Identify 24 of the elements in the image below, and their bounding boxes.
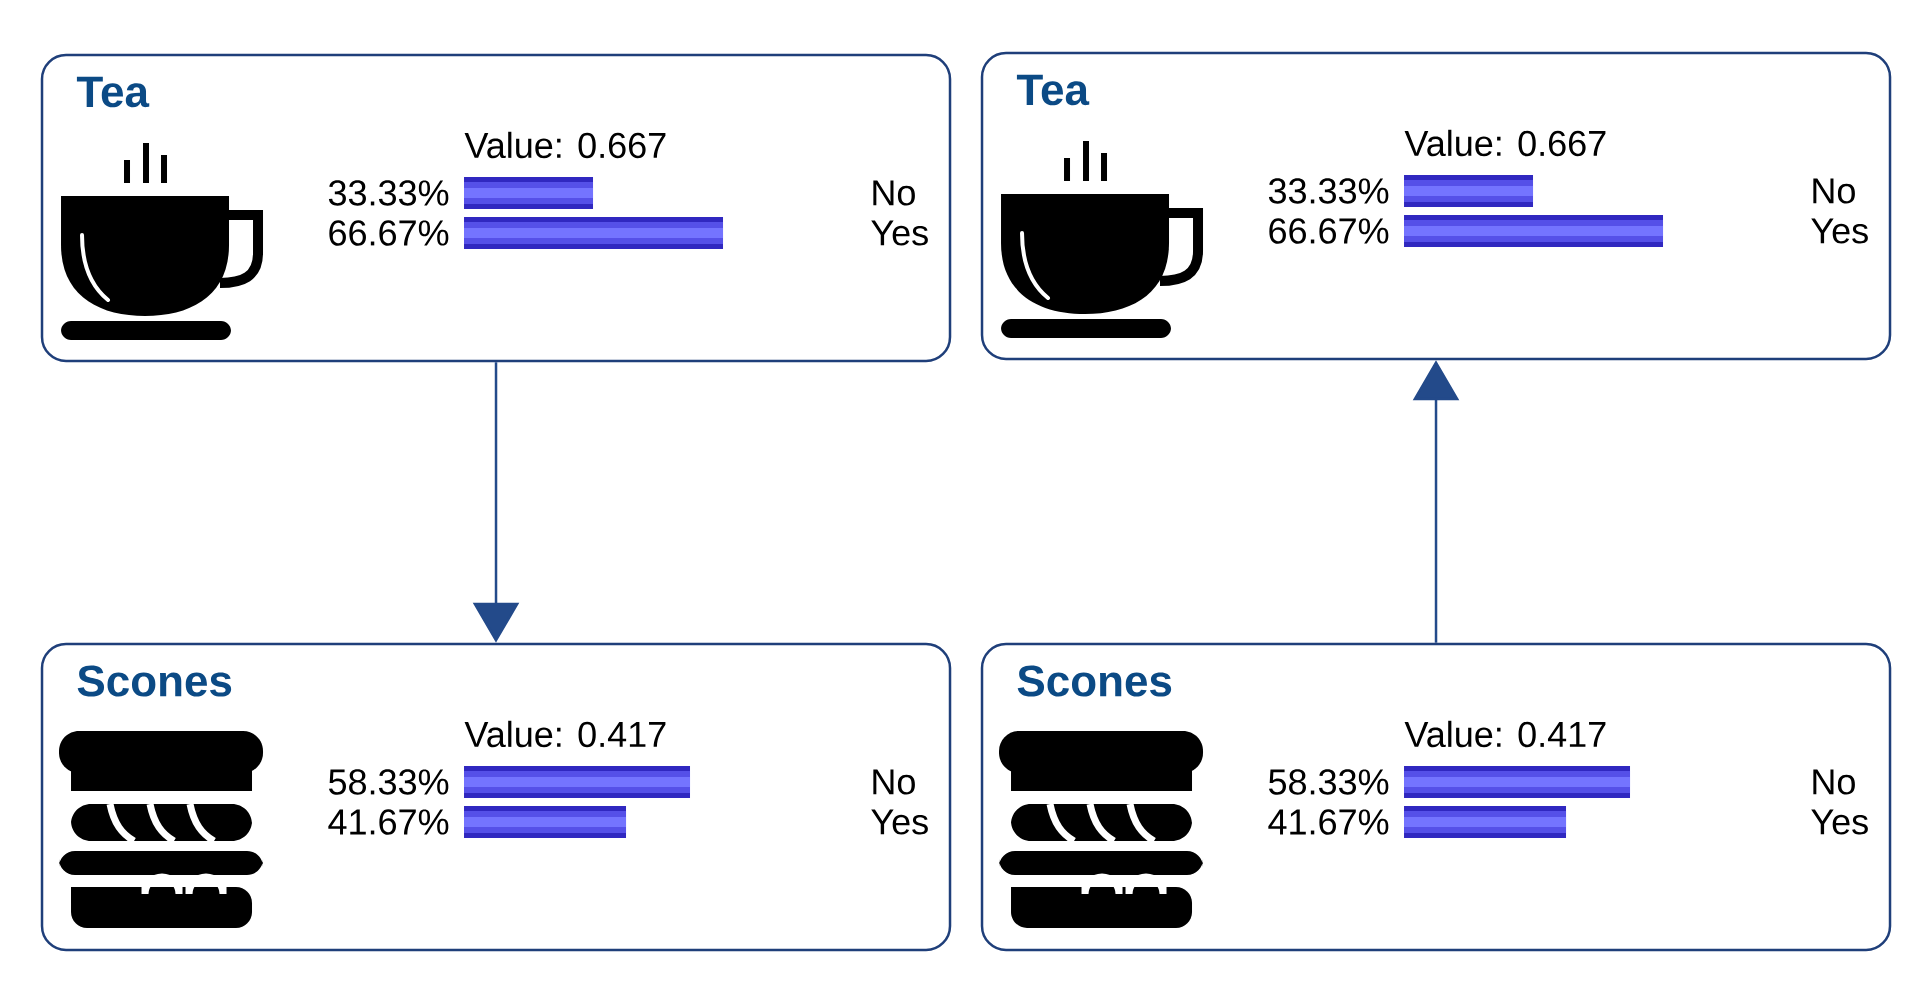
node-title: Scones (77, 665, 232, 697)
value-label: Value: 0.667 (1404, 129, 1606, 157)
percent-label: 33.33% (1268, 178, 1389, 204)
value-label: Value: 0.417 (464, 720, 666, 748)
state-label: No (1813, 178, 1855, 204)
percent-label: 66.67% (1269, 218, 1389, 244)
node-title: Scones (1017, 665, 1172, 697)
node-title: Tea (76, 76, 150, 108)
percent-label: 58.33% (328, 769, 449, 795)
state-label: Yes (1811, 218, 1868, 244)
state-label: No (873, 769, 915, 795)
percent-label: 33.33% (328, 180, 449, 206)
percent-label: 41.67% (328, 809, 449, 835)
node-title: Tea (1016, 74, 1090, 106)
value-label: Value: 0.667 (464, 131, 666, 159)
state-label: No (1813, 769, 1855, 795)
state-label: Yes (871, 809, 928, 835)
percent-label: 41.67% (1268, 809, 1389, 835)
value-label: Value: 0.417 (1404, 720, 1606, 748)
percent-label: 58.33% (1268, 769, 1389, 795)
state-label: Yes (1811, 809, 1868, 835)
state-label: Yes (871, 220, 928, 246)
percent-label: 66.67% (329, 220, 449, 246)
state-label: No (873, 180, 915, 206)
